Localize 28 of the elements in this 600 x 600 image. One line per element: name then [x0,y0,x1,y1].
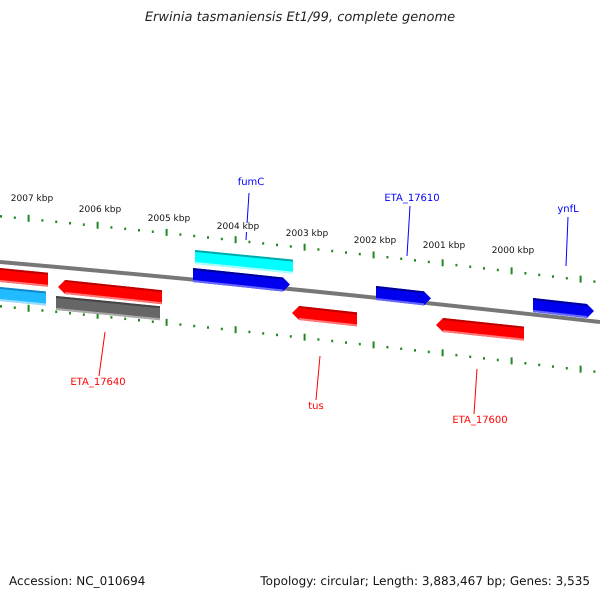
gene-bar [376,286,431,306]
gene-bar [292,306,358,326]
gene-label: ETA_17600 [452,416,508,426]
gene-bar [436,318,524,341]
scale-label: 2007 kbp [10,195,54,204]
leader-line [316,356,320,400]
scale-label: 2005 kbp [148,215,190,224]
scale-label: 2002 kbp [354,237,396,246]
gene-bar [192,268,290,292]
scale-label: 2001 kbp [422,242,466,251]
leader-line [474,368,478,414]
scale-label: 2000 kbp [492,247,534,256]
scale-label: 2003 kbp [286,230,328,239]
gene-label: fumC [238,178,264,188]
genome-info-text: Topology: circular; Length: 3,883,467 bp; Genes: 3,535 [260,575,590,587]
gene-label: ynfL [557,205,579,215]
gene-label: tus [308,402,324,412]
leader-line [98,332,106,376]
title: Erwinia tasmaniensis Et1/99, complete genome [144,11,456,24]
gene-bar [532,298,594,318]
gene-label: ETA_17610 [384,194,440,204]
accession-text: Accession: NC_010694 [9,575,146,587]
scale-label: 2006 kbp [78,206,122,215]
scale-label: 2004 kbp [216,223,260,232]
leader-line [406,206,410,256]
gene-bar [58,280,162,304]
leader-line [566,216,568,266]
gene-label: ETA_17640 [70,378,126,388]
